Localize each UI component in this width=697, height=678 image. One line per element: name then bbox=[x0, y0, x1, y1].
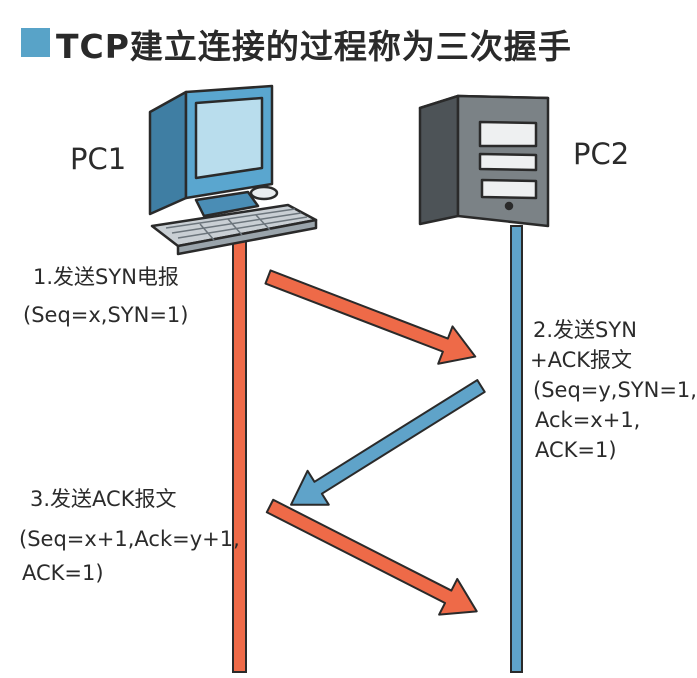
step1-line-2: (Seq=x,SYN=1) bbox=[23, 303, 189, 327]
step3-line-3: ACK=1) bbox=[22, 561, 104, 585]
step3-text: 3.发送ACK报文 (Seq=x+1,Ack=y+1, ACK=1) bbox=[19, 484, 240, 588]
step1-text: 1.发送SYN电报 (Seq=x,SYN=1) bbox=[23, 262, 189, 330]
server-tower-icon bbox=[418, 94, 550, 228]
title-marker bbox=[21, 28, 50, 57]
pc2-timeline bbox=[510, 225, 523, 673]
pc1-timeline bbox=[232, 235, 247, 673]
step2-line-1: 2.发送SYN bbox=[533, 318, 637, 342]
diagram-title: TCP建立连接的过程称为三次握手 bbox=[56, 27, 572, 66]
step2-line-2: +ACK报文 bbox=[530, 348, 633, 372]
step2-line-3: (Seq=y,SYN=1, bbox=[533, 378, 697, 402]
step3-line-2: (Seq=x+1,Ack=y+1, bbox=[19, 527, 240, 551]
syn-arrow bbox=[264, 269, 477, 365]
pc1-label: PC1 bbox=[70, 142, 127, 176]
diagram-art bbox=[148, 84, 550, 673]
step2-line-4: Ack=x+1, bbox=[535, 408, 641, 432]
syn-ack-arrow bbox=[290, 379, 486, 506]
step2-line-5: ACK=1) bbox=[535, 438, 617, 462]
step1-line-1: 1.发送SYN电报 bbox=[33, 265, 179, 289]
step2-text: 2.发送SYN +ACK报文 (Seq=y,SYN=1, Ack=x+1, AC… bbox=[530, 315, 697, 465]
step3-line-1: 3.发送ACK报文 bbox=[30, 487, 177, 511]
ack-arrow bbox=[265, 498, 478, 616]
pc2-label: PC2 bbox=[573, 137, 630, 171]
desktop-computer-icon bbox=[148, 84, 318, 256]
diagram: TCP建立连接的过程称为三次握手 PC1 PC2 1.发送SYN电报 (Seq=… bbox=[19, 27, 697, 673]
